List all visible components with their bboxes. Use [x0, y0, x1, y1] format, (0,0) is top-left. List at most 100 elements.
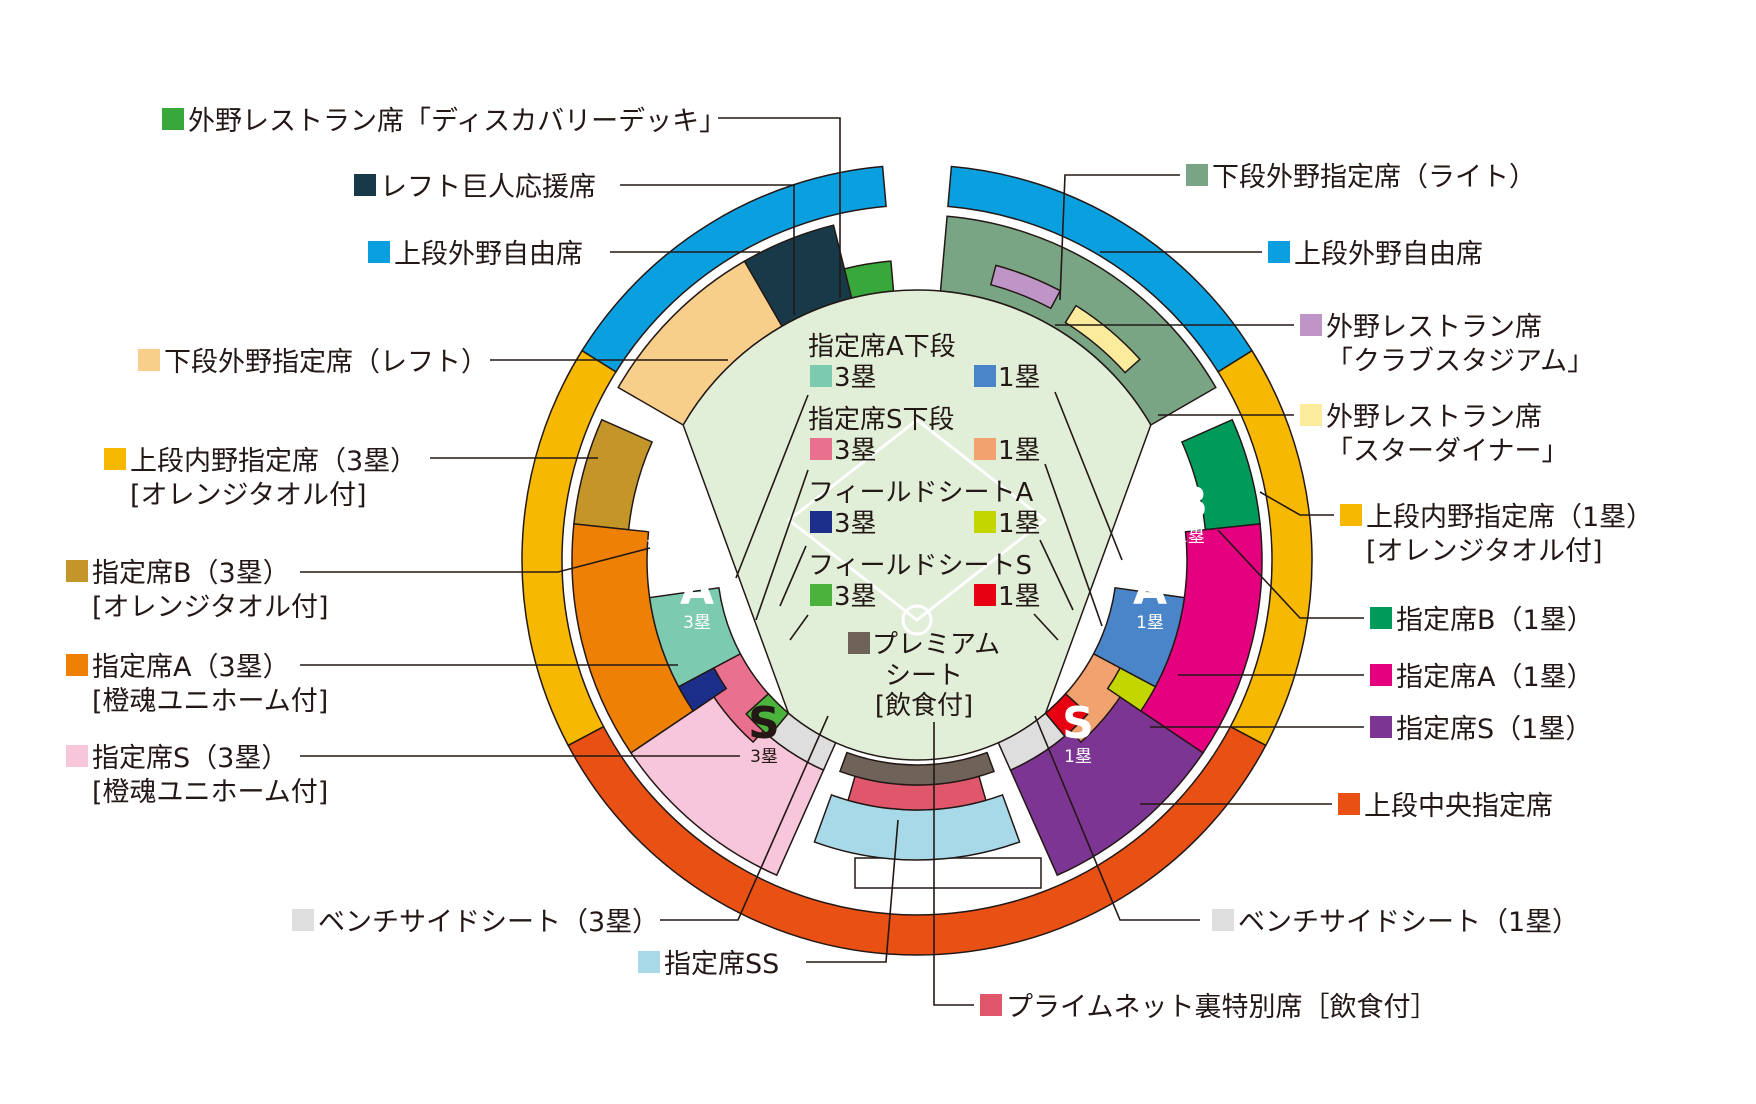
field-a-3b-label: 3塁	[834, 509, 877, 539]
swatch-res-s-3b	[66, 745, 88, 767]
label-upper-free-left: 上段外野自由席	[394, 239, 583, 270]
field-seat-a-1b-section[interactable]	[1106, 666, 1157, 713]
block-s-3b-letter: S	[748, 698, 780, 749]
label-lower-left: 下段外野指定席（レフト）	[164, 347, 488, 378]
lower-a-title: 指定席A下段	[808, 332, 956, 362]
leader-res-b-1b	[1217, 529, 1364, 619]
label-bench-1b: ベンチサイドシート（1塁）	[1238, 907, 1579, 938]
field-a-title: フィールドシートA	[808, 478, 1033, 508]
lower-s-title: 指定席S下段	[808, 405, 955, 435]
swatch-upper-free-right	[1268, 241, 1290, 263]
outer-legend: 外野レストラン席「ディスカバリーデッキ」 レフト巨人応援席 上段外野自由席 下段…	[66, 106, 1653, 1023]
upper-infield-3b-section[interactable]	[521, 349, 617, 747]
block-b-1b-base: 1塁	[1177, 527, 1205, 547]
leader-lines	[300, 117, 1364, 1006]
field	[648, 289, 1186, 761]
block-b-3b-base: 3塁	[646, 527, 674, 547]
label-res-s-3b: 指定席S（3塁）	[92, 743, 288, 774]
field-s-title: フィールドシートS	[808, 551, 1032, 581]
swatch-upper-center	[1338, 793, 1360, 815]
leader-lower-s-1b	[1044, 463, 1103, 627]
reserved-b-3b-section[interactable]	[573, 418, 654, 531]
label-upper-infield-3b-note: [オレンジタオル付]	[130, 480, 367, 511]
premium-label-3: [飲食付]	[875, 691, 973, 721]
premium-label-1: プレミアム	[872, 630, 1000, 660]
label-upper-center: 上段中央指定席	[1364, 791, 1553, 822]
field-s-3b-swatch	[810, 584, 832, 606]
club-stadium-section[interactable]	[989, 264, 1062, 310]
upper-outfield-free-left-section[interactable]	[580, 165, 887, 373]
inner-legend: 指定席A下段 3塁 1塁 指定席S下段 3塁 1塁 フィールドシートA 3塁 1…	[808, 332, 1041, 721]
lower-a-3b-label: 3塁	[834, 363, 877, 393]
leader-res-b-3b	[300, 547, 651, 573]
label-discovery-deck: 外野レストラン席「ディスカバリーデッキ」	[188, 106, 726, 137]
leader-field-a-3b	[779, 545, 807, 607]
leader-field-s-1b	[1033, 613, 1059, 641]
swatch-upper-free-left	[368, 241, 390, 263]
premium-swatch	[848, 632, 870, 654]
label-star-diner-2: 「スターダイナー」	[1326, 436, 1568, 467]
lower-a-3b-section[interactable]	[648, 586, 742, 688]
swatch-res-a-1b	[1370, 664, 1392, 686]
label-res-b-3b: 指定席B（3塁）	[92, 558, 290, 589]
leader-upper-inf-1b	[1259, 491, 1334, 516]
leader-discovery	[718, 117, 841, 298]
label-res-a-3b-note: [橙魂ユニホーム付]	[92, 686, 328, 717]
swatch-bench-3b	[292, 909, 314, 931]
label-res-s-1b: 指定席S（1塁）	[1396, 714, 1592, 745]
leader-lower-right	[1059, 174, 1180, 301]
block-a-1b-base: 1塁	[1136, 613, 1164, 633]
upper-notch	[854, 857, 1042, 889]
block-b-1b-letter: B	[1174, 478, 1208, 529]
label-upper-infield-1b: 上段内野指定席（1塁）	[1366, 502, 1653, 533]
leader-bench-1b	[1034, 715, 1200, 921]
swatch-res-ss	[638, 951, 660, 973]
label-upper-infield-1b-note: [オレンジタオル付]	[1366, 536, 1603, 567]
swatch-res-a-3b	[66, 654, 88, 676]
leader-bench-3b	[660, 715, 829, 921]
label-res-a-1b: 指定席A（1塁）	[1396, 662, 1594, 693]
leader-giants	[620, 184, 795, 315]
swatch-prime-net	[980, 994, 1002, 1016]
swatch-res-b-1b	[1370, 607, 1392, 629]
field-seat-s-3b-section[interactable]	[745, 692, 790, 738]
block-letters: B 3塁 B 1塁 A 3塁 A 1塁 S 3塁 S 1塁	[643, 478, 1208, 767]
label-res-b-1b: 指定席B（1塁）	[1396, 605, 1594, 636]
swatch-club-stadium	[1300, 314, 1322, 336]
swatch-bench-1b	[1212, 909, 1234, 931]
leader-lower-a-3b	[735, 394, 809, 579]
premium-seat-section[interactable]	[839, 751, 995, 786]
label-prime-net: プライムネット裏特別席［飲食付］	[1006, 992, 1437, 1023]
label-res-s-3b-note: [橙魂ユニホーム付]	[92, 777, 328, 808]
block-a-3b-base: 3塁	[683, 613, 711, 633]
block-s-3b-base: 3塁	[750, 747, 778, 767]
lower-s-1b-label: 1塁	[998, 436, 1041, 466]
label-res-a-3b: 指定席A（3塁）	[92, 652, 290, 683]
field-a-1b-label: 1塁	[998, 509, 1041, 539]
swatch-lower-right	[1186, 164, 1208, 186]
lower-s-1b-swatch	[974, 438, 996, 460]
premium-label-2: シート	[885, 661, 963, 691]
label-star-diner-1: 外野レストラン席	[1326, 402, 1542, 433]
upper-center-section[interactable]	[567, 725, 1267, 956]
leader-lower-s-3b	[755, 469, 809, 621]
label-bench-3b: ベンチサイドシート（3塁）	[318, 907, 659, 938]
field-s-1b-swatch	[974, 584, 996, 606]
label-left-giants: レフト巨人応援席	[380, 172, 596, 203]
lower-s-3b-label: 3塁	[834, 436, 877, 466]
field-seat-a-3b-section[interactable]	[677, 666, 728, 713]
leader-field-a-1b	[1039, 539, 1074, 611]
label-club-stadium-2: 「クラブスタジアム」	[1326, 346, 1594, 377]
field-seat-s-1b-section[interactable]	[1044, 692, 1089, 738]
swatch-res-s-1b	[1370, 716, 1392, 738]
label-upper-free-right: 上段外野自由席	[1294, 239, 1483, 270]
star-diner-section[interactable]	[1064, 304, 1141, 374]
block-a-3b-letter: A	[680, 564, 714, 615]
lower-a-3b-swatch	[810, 365, 832, 387]
lower-s-3b-swatch	[810, 438, 832, 460]
swatch-upper-infield-3b	[104, 448, 126, 470]
swatch-upper-infield-1b	[1340, 504, 1362, 526]
swatch-discovery-deck	[162, 108, 184, 130]
block-s-1b-base: 1塁	[1064, 747, 1092, 767]
